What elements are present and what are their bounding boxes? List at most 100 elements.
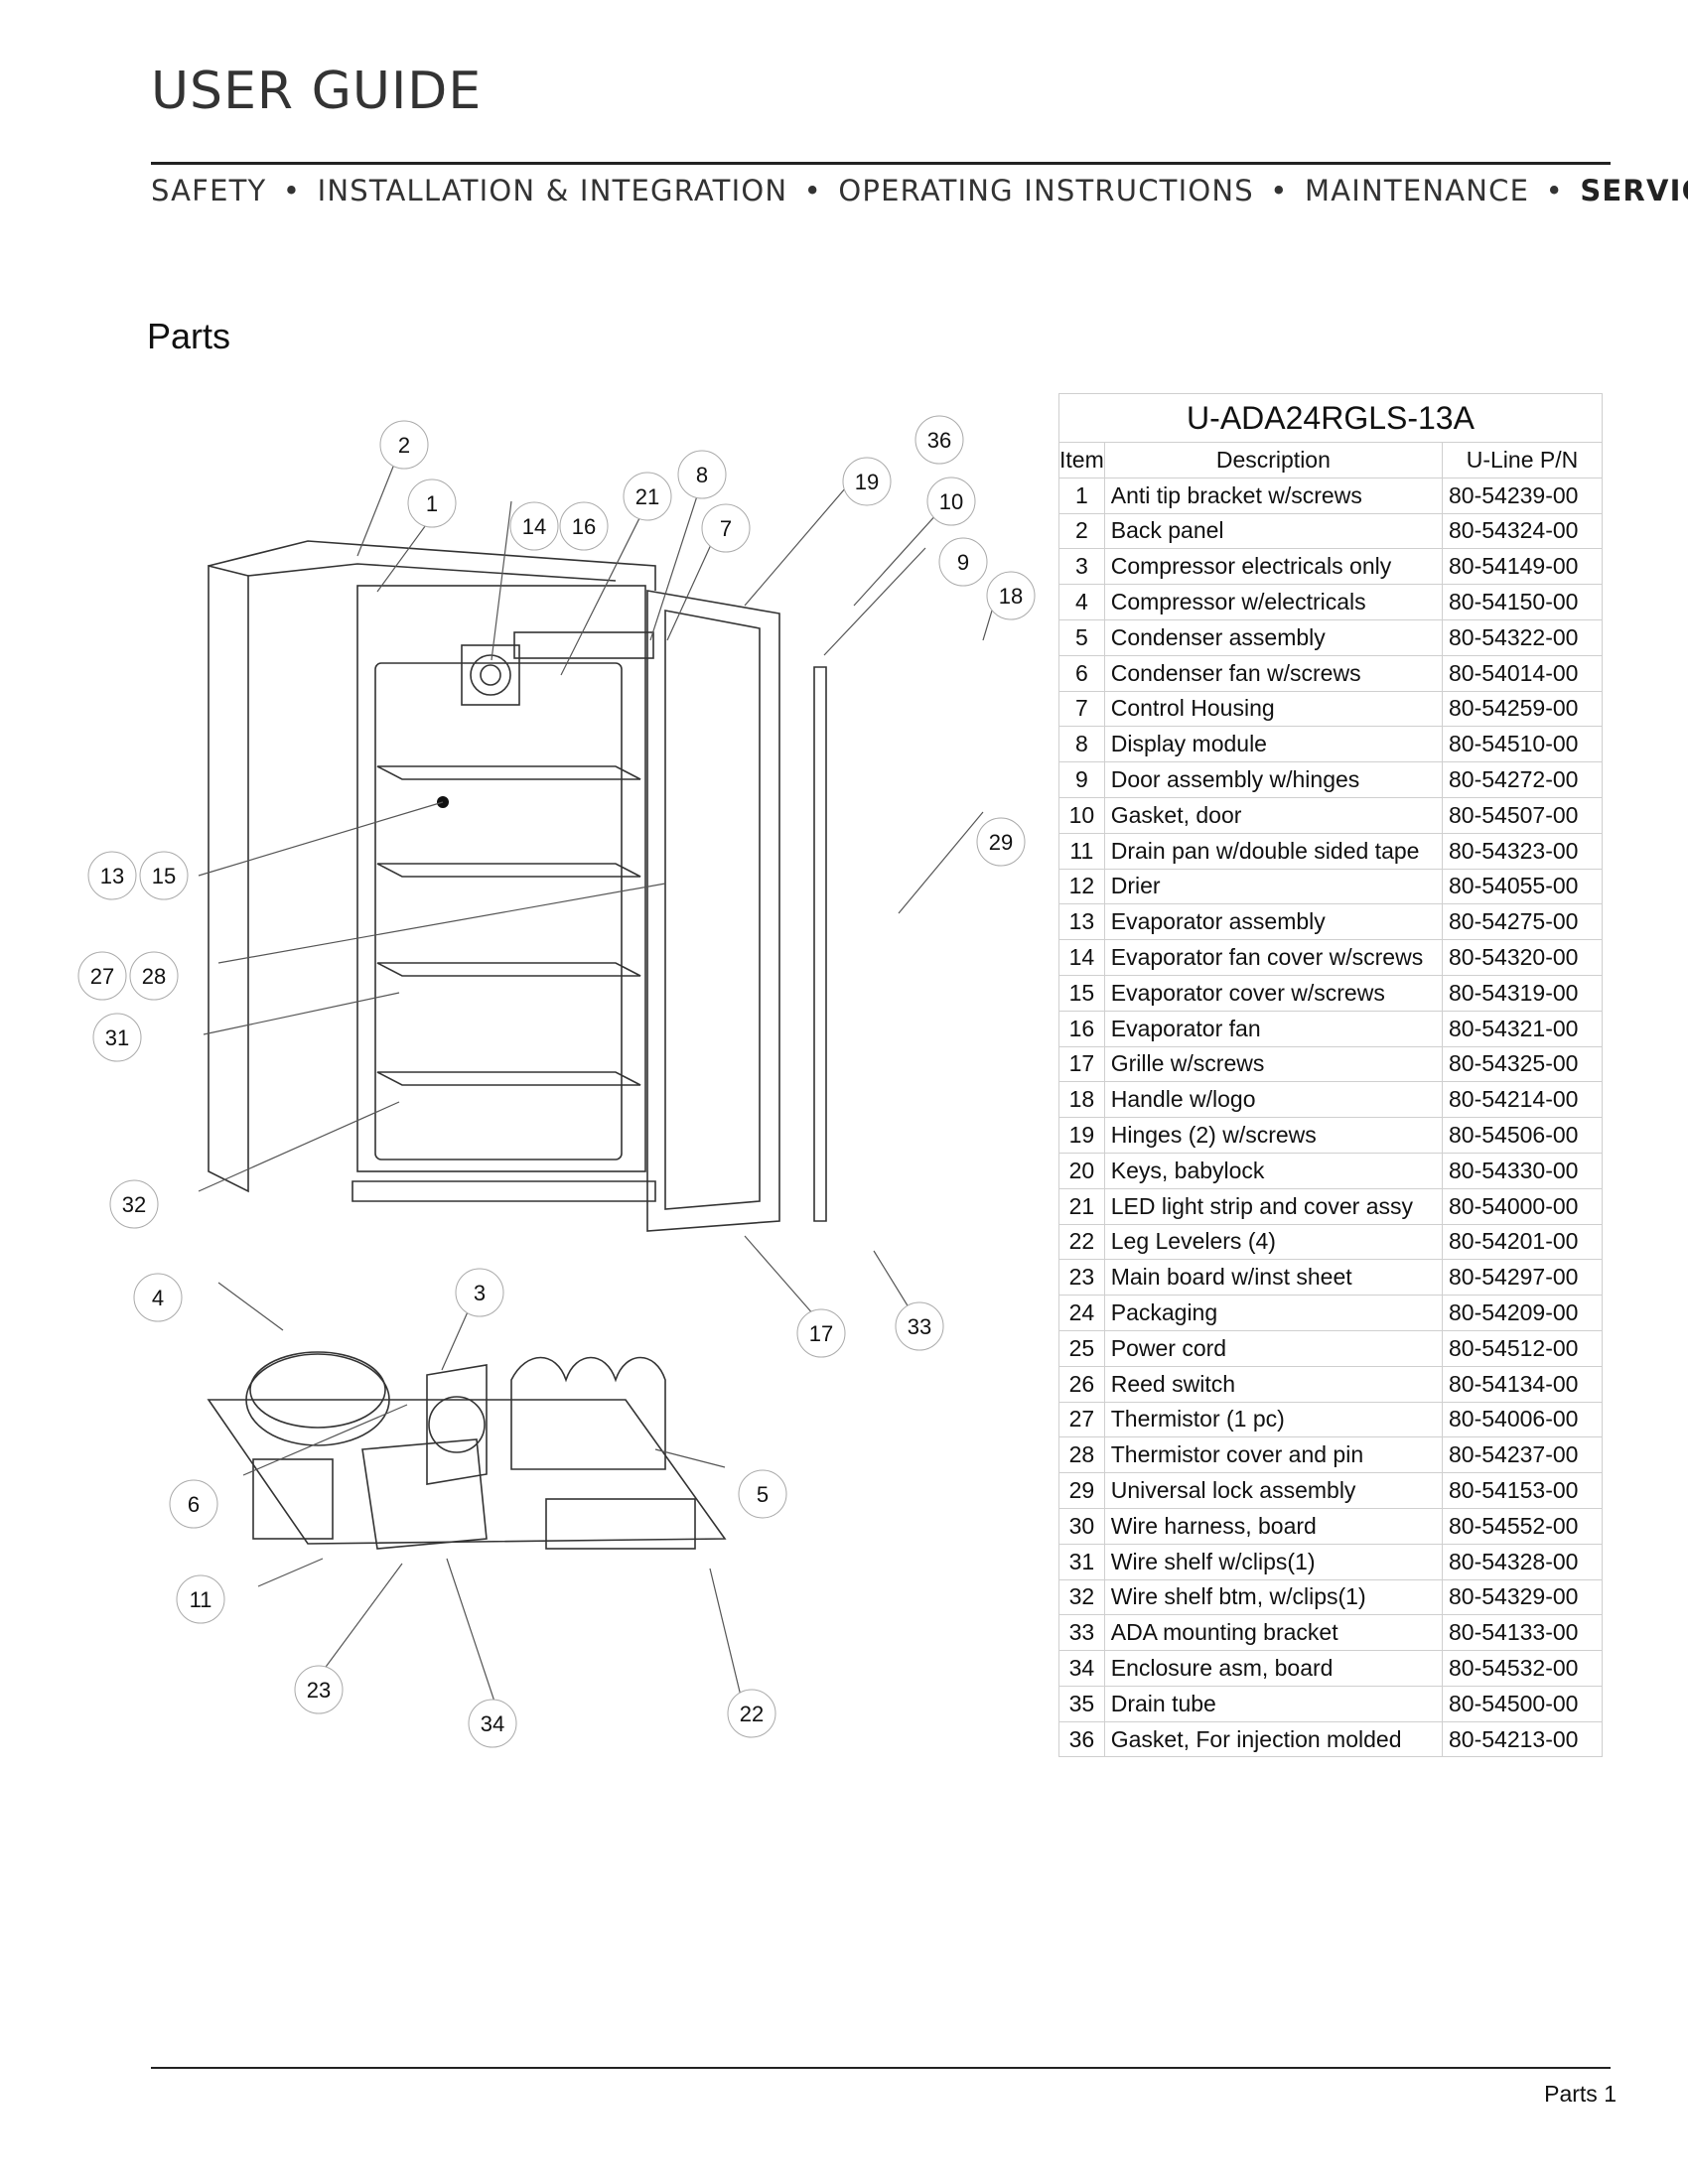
row-item-number: 23 (1058, 1259, 1105, 1297)
svg-text:6: 6 (188, 1492, 200, 1517)
row-part-number: 80-54259-00 (1442, 690, 1603, 728)
row-description: Gasket, For injection molded (1103, 1720, 1444, 1758)
row-part-number: 80-54134-00 (1442, 1365, 1603, 1403)
svg-text:21: 21 (635, 484, 659, 509)
row-part-number: 80-54150-00 (1442, 584, 1603, 620)
row-item-number: 22 (1058, 1223, 1105, 1261)
callout-6: 6 (169, 1479, 218, 1529)
svg-text:10: 10 (939, 489, 963, 514)
row-description: Door assembly w/hinges (1103, 761, 1444, 798)
row-part-number: 80-54014-00 (1442, 654, 1603, 692)
nav-separator: • (1270, 174, 1289, 207)
row-item-number: 35 (1058, 1685, 1105, 1722)
row-item-number: 15 (1058, 974, 1105, 1012)
callout-36: 36 (914, 415, 964, 465)
row-item-number: 8 (1058, 726, 1105, 763)
row-description: Anti tip bracket w/screws (1103, 477, 1444, 514)
row-description: Packaging (1103, 1295, 1444, 1331)
row-part-number: 80-54329-00 (1442, 1578, 1603, 1616)
row-part-number: 80-54149-00 (1442, 548, 1603, 586)
row-item-number: 5 (1058, 618, 1105, 656)
row-description: Evaporator assembly (1103, 903, 1444, 941)
svg-text:32: 32 (122, 1192, 146, 1217)
svg-text:29: 29 (989, 830, 1013, 855)
row-part-number: 80-54239-00 (1442, 477, 1603, 514)
row-part-number: 80-54552-00 (1442, 1507, 1603, 1545)
svg-text:4: 4 (152, 1286, 164, 1310)
svg-text:23: 23 (307, 1678, 331, 1703)
row-part-number: 80-54237-00 (1442, 1436, 1603, 1474)
row-part-number: 80-54319-00 (1442, 974, 1603, 1012)
row-item-number: 33 (1058, 1614, 1105, 1652)
row-description: Back panel (1103, 512, 1444, 550)
svg-text:13: 13 (100, 864, 124, 888)
callout-11: 11 (176, 1574, 225, 1624)
header-part-number: U-Line P/N (1442, 442, 1603, 478)
svg-text:27: 27 (90, 964, 114, 989)
svg-text:2: 2 (398, 433, 410, 458)
callout-9: 9 (938, 537, 988, 587)
row-item-number: 7 (1058, 690, 1105, 728)
row-part-number: 80-54000-00 (1442, 1187, 1603, 1225)
row-item-number: 21 (1058, 1187, 1105, 1225)
row-item-number: 13 (1058, 903, 1105, 941)
row-part-number: 80-54328-00 (1442, 1543, 1603, 1580)
row-description: Handle w/logo (1103, 1081, 1444, 1119)
callout-34: 34 (468, 1699, 517, 1748)
row-description: Wire shelf w/clips(1) (1103, 1543, 1444, 1580)
row-item-number: 30 (1058, 1507, 1105, 1545)
row-description: Gasket, door (1103, 796, 1444, 834)
svg-text:9: 9 (957, 550, 969, 575)
row-item-number: 11 (1058, 832, 1105, 870)
row-item-number: 12 (1058, 868, 1105, 905)
row-description: Drain tube (1103, 1685, 1444, 1722)
callout-33: 33 (895, 1301, 944, 1351)
svg-text:19: 19 (855, 470, 879, 494)
row-item-number: 1 (1058, 477, 1105, 514)
row-description: Hinges (2) w/screws (1103, 1117, 1444, 1154)
svg-text:5: 5 (757, 1482, 769, 1507)
nav-service: SERVICE (1580, 174, 1688, 207)
svg-text:3: 3 (474, 1281, 486, 1305)
svg-text:7: 7 (720, 516, 732, 541)
svg-text:8: 8 (696, 463, 708, 487)
row-description: ADA mounting bracket (1103, 1614, 1444, 1652)
row-item-number: 17 (1058, 1045, 1105, 1083)
row-item-number: 9 (1058, 761, 1105, 798)
callout-23: 23 (294, 1665, 344, 1714)
callout-4: 4 (133, 1273, 183, 1322)
model-number: U-ADA24RGLS-13A (1058, 393, 1603, 443)
row-description: Enclosure asm, board (1103, 1650, 1444, 1687)
row-item-number: 3 (1058, 548, 1105, 586)
callout-10: 10 (926, 477, 976, 526)
nav-separator: • (1545, 174, 1564, 207)
row-item-number: 4 (1058, 584, 1105, 620)
row-item-number: 6 (1058, 654, 1105, 692)
svg-text:31: 31 (105, 1025, 129, 1050)
row-description: Grille w/screws (1103, 1045, 1444, 1083)
row-item-number: 25 (1058, 1329, 1105, 1367)
callout-15: 15 (139, 851, 189, 900)
row-description: Display module (1103, 726, 1444, 763)
row-item-number: 28 (1058, 1436, 1105, 1474)
row-part-number: 80-54532-00 (1442, 1650, 1603, 1687)
